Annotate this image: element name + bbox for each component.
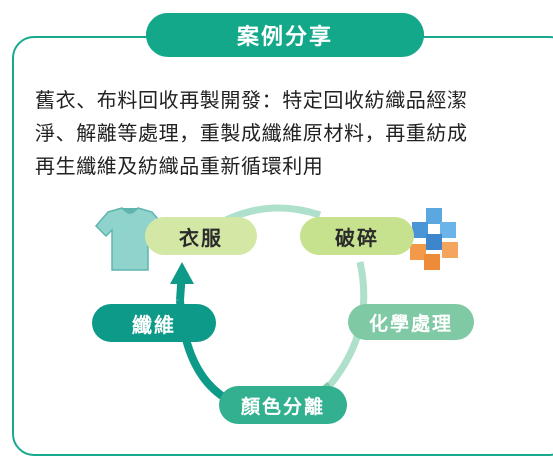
description-line: 再生纖維及紡織品重新循環利用 bbox=[35, 154, 324, 178]
step-chemical: 化學處理 bbox=[348, 304, 474, 340]
step-fiber: 纖維 bbox=[92, 304, 216, 342]
case-description: 舊衣、布料回收再製開發：特定回收紡織品經潔 淨、解離等處理，重製成纖維原材料，再… bbox=[35, 84, 545, 183]
step-crush: 破碎 bbox=[300, 217, 414, 255]
arrow-head bbox=[170, 262, 194, 284]
cubes-icon bbox=[410, 208, 458, 270]
step-clothes: 衣服 bbox=[145, 217, 257, 255]
title-badge: 案例分享 bbox=[146, 13, 424, 57]
step-color-separation: 顏色分離 bbox=[219, 386, 347, 424]
cycle-diagram bbox=[94, 204, 458, 406]
tshirt-icon bbox=[94, 207, 166, 271]
description-line: 淨、解離等處理，重製成纖維原材料，再重紡成 bbox=[35, 121, 468, 145]
description-line: 舊衣、布料回收再製開發：特定回收紡織品經潔 bbox=[35, 88, 468, 112]
